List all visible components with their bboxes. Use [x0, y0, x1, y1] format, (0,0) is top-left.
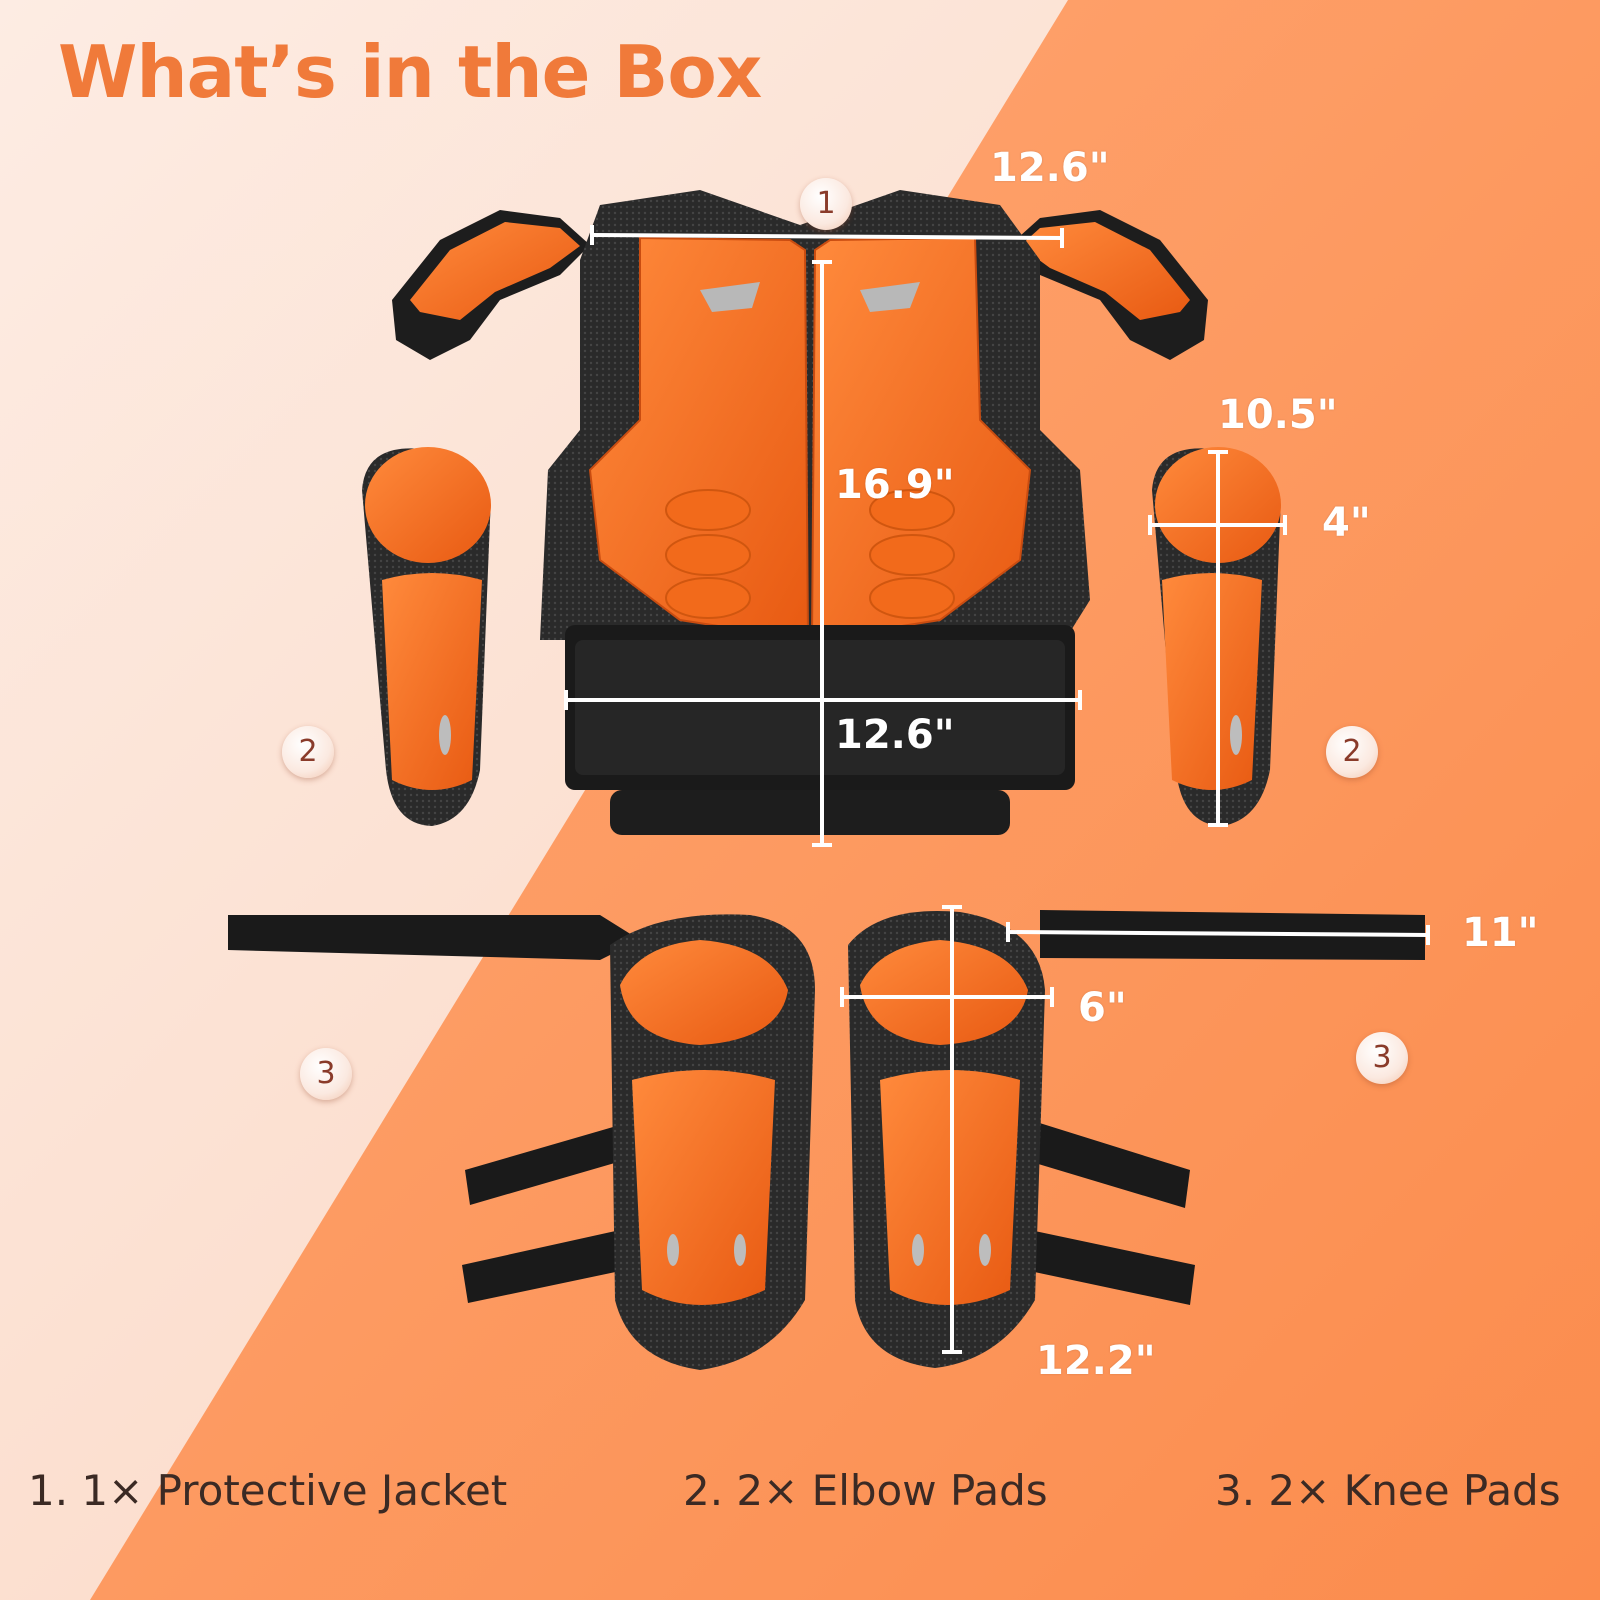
dim-elbow-length: 10.5" [1218, 392, 1338, 438]
jacket-shoulder-line [591, 233, 1063, 240]
item-caption-knee-pads: 3. 2× Knee Pads [1215, 1466, 1561, 1515]
dim-jacket-waist: 12.6" [835, 712, 955, 758]
knee-pad-right [848, 910, 1425, 1368]
dim-elbow-width: 4" [1322, 500, 1371, 546]
badge-knee-left: 3 [300, 1048, 352, 1100]
item-caption-jacket: 1. 1× Protective Jacket [28, 1466, 508, 1515]
dim-knee-length: 12.2" [1036, 1338, 1156, 1384]
dim-knee-strap: 11" [1462, 910, 1539, 956]
left-shoulder-cap [392, 210, 590, 360]
measurement-lines [564, 225, 1430, 1354]
dim-jacket-shoulder: 12.6" [990, 145, 1110, 191]
badge-knee-right: 3 [1356, 1032, 1408, 1084]
badge-jacket: 1 [800, 178, 852, 230]
badge-elbow-right: 2 [1326, 726, 1378, 778]
protective-jacket [392, 190, 1208, 835]
item-caption-elbow-pads: 2. 2× Elbow Pads [683, 1466, 1048, 1515]
page-title: What’s in the Box [58, 30, 762, 114]
knee-pad-left [228, 914, 815, 1370]
knee-strap-line [1007, 930, 1429, 937]
dim-knee-width: 6" [1078, 985, 1127, 1031]
elbow-pad-left [362, 447, 491, 826]
dim-jacket-length: 16.9" [835, 462, 955, 508]
badge-elbow-left: 2 [282, 726, 334, 778]
